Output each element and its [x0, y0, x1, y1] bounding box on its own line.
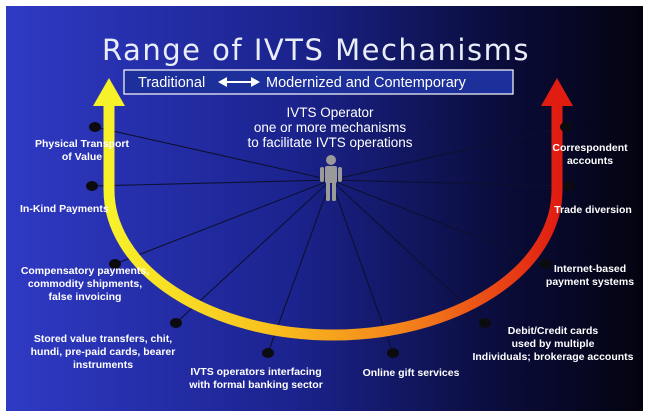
spoke-line-7 [330, 179, 486, 324]
node-internet-payment [540, 259, 552, 269]
label-debit-credit-2: used by multiple [512, 338, 595, 350]
node-online-gift [387, 348, 399, 358]
operator-line-2: one or more mechanisms [254, 120, 407, 135]
mechanism-labels: Physical Transport of Value In-Kind Paym… [20, 138, 634, 391]
connector-spokes [91, 126, 570, 354]
operator-title: IVTS Operator [286, 105, 374, 120]
label-compensatory-1: Compensatory payments, [21, 265, 149, 277]
node-compensatory-payments [109, 259, 121, 269]
label-physical-transport-1: Physical Transport [35, 138, 129, 150]
label-banking-interface-1: IVTS operators interfacing [190, 366, 321, 378]
label-physical-transport-2: of Value [62, 151, 102, 163]
label-stored-value-3: instruments [73, 359, 133, 371]
label-correspondent-1: Correspondent [552, 142, 628, 154]
spoke-line-2 [91, 179, 332, 187]
node-physical-transport [89, 122, 101, 132]
label-compensatory-3: false invoicing [49, 291, 122, 303]
node-stored-value [170, 318, 182, 328]
subtitle-left: Traditional [138, 75, 205, 91]
label-compensatory-2: commodity shipments, [28, 278, 142, 290]
person-icon [320, 155, 342, 201]
label-debit-credit-1: Debit/Credit cards [508, 325, 599, 337]
range-arc-band [103, 98, 563, 341]
label-banking-interface-2: with formal banking sector [188, 379, 323, 391]
operator-line-3: to facilitate IVTS operations [247, 135, 412, 150]
arc-arrowhead-left [93, 78, 125, 106]
mechanism-nodes [86, 122, 575, 358]
operator-block: IVTS Operator one or more mechanisms to … [247, 105, 413, 201]
node-banking-interface [262, 348, 274, 358]
label-online-gift: Online gift services [363, 367, 460, 379]
node-correspondent [560, 122, 572, 132]
spoke-line-5 [267, 179, 332, 354]
double-arrow-icon [218, 77, 260, 87]
spoke-line-1 [94, 126, 332, 181]
spoke-line-3 [114, 179, 332, 265]
node-in-kind-payments [86, 181, 98, 191]
node-trade-diversion [563, 181, 575, 191]
spoke-line-10 [330, 126, 567, 181]
diagram-title: Range of IVTS Mechanisms [102, 33, 530, 67]
label-internet-payment-2: payment systems [546, 276, 634, 288]
subtitle-frame [123, 69, 514, 95]
subtitle-right: Modernized and Contemporary [266, 75, 467, 91]
node-debit-credit [479, 318, 491, 328]
label-debit-credit-3: Individuals; brokerage accounts [472, 351, 633, 363]
arc-arrowhead-right [541, 78, 573, 106]
spoke-line-9 [330, 179, 570, 187]
label-in-kind-payments: In-Kind Payments [20, 203, 109, 215]
spoke-line-4 [175, 179, 332, 324]
spoke-line-6 [330, 179, 394, 354]
label-stored-value-2: hundi, pre-paid cards, bearer [31, 346, 176, 358]
label-correspondent-2: accounts [567, 155, 613, 167]
range-arc [93, 78, 573, 341]
label-stored-value-1: Stored value transfers, chit, [34, 333, 172, 345]
subtitle-bar: Traditional Modernized and Contemporary [123, 69, 514, 95]
spoke-line-8 [330, 179, 547, 265]
label-trade-diversion: Trade diversion [554, 204, 632, 216]
label-internet-payment-1: Internet-based [554, 263, 626, 275]
